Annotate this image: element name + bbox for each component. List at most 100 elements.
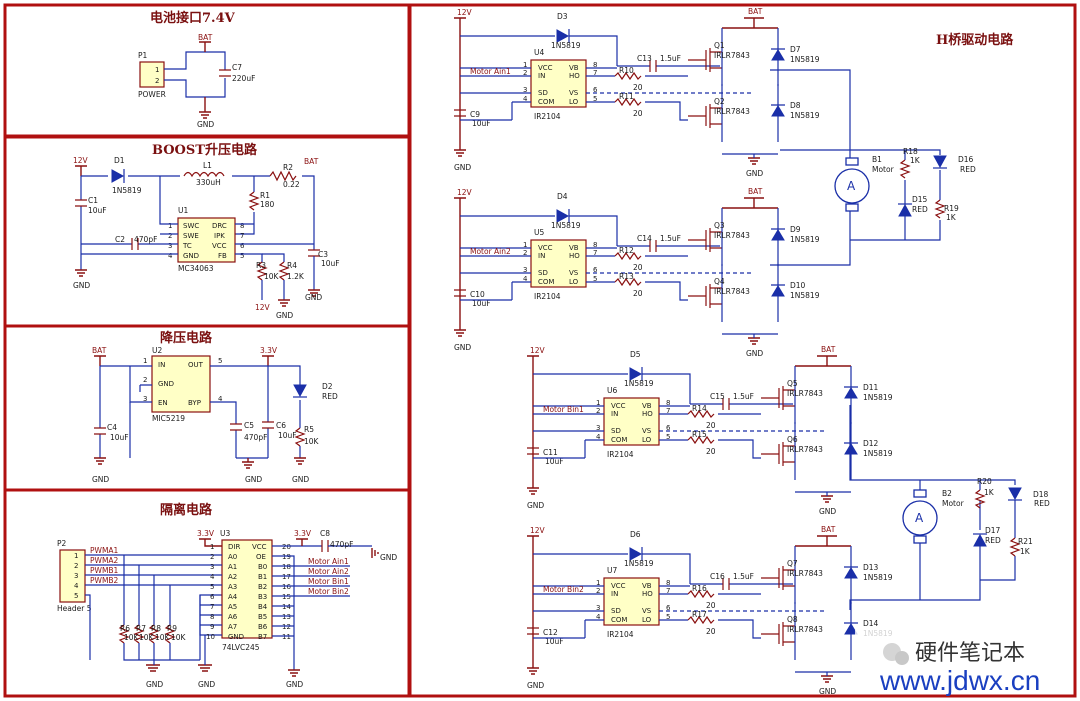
- c6-ref: C6: [276, 421, 286, 430]
- ir2104-num-8: 8: [666, 399, 670, 407]
- mosfet-ref: Q2: [714, 97, 725, 106]
- r19-ref: R19: [944, 204, 959, 213]
- u3-num-14: 14: [282, 603, 291, 611]
- bootstrap-cap-ref: C14: [637, 234, 652, 243]
- wire: [533, 405, 604, 458]
- net-motor-ain1: Motor Ain1: [308, 557, 349, 566]
- buck-bat: BAT: [92, 346, 107, 355]
- buck-title: 降压电路: [160, 330, 213, 346]
- ir2104-pin-vcc: VCC: [538, 244, 553, 252]
- bootstrap-diode-val: 1N5819: [551, 221, 581, 230]
- net-motor-ain2: Motor Ain2: [308, 567, 349, 576]
- driver-gnd: GND: [527, 681, 544, 690]
- ir2104-pin-sd: SD: [611, 607, 621, 615]
- l1-inductor: [183, 171, 225, 178]
- resistor: [614, 277, 642, 287]
- c3-ref: C3: [318, 250, 328, 259]
- isolation-title: 隔离电路: [160, 502, 213, 518]
- d16-led-icon: [933, 155, 947, 169]
- hbridge-frame: [408, 3, 1077, 698]
- u1-pin-swe: SWE: [183, 232, 199, 240]
- wire: [533, 585, 604, 638]
- u1-name: MC34063: [178, 264, 214, 273]
- ir2104-num-5: 5: [666, 613, 670, 621]
- mosfet-symbol: [688, 104, 722, 128]
- boost-title: BOOST升压电路: [152, 142, 258, 158]
- u2-name: MIC5219: [152, 414, 185, 423]
- freewheel-diode-ref: D13: [863, 563, 879, 572]
- r7-ref: R7: [136, 624, 146, 633]
- resistor: [687, 615, 715, 625]
- d2-val: RED: [322, 392, 338, 401]
- decoupling-cap-ref: C9: [470, 110, 480, 119]
- net-pwma2: PWMA2: [90, 556, 119, 565]
- decoupling-cap-val: 10uF: [545, 457, 564, 466]
- boost-bat: BAT: [304, 157, 319, 166]
- low-side-gate-resistor: R17: [692, 610, 707, 619]
- u1-num-6: 6: [240, 242, 245, 250]
- u3-left-pins: DIR A0 A1 A2 A3 A4 A5 A6 A7 GND 1 2 3 4 …: [206, 543, 244, 641]
- p1-name: POWER: [138, 90, 166, 99]
- ir2104-num-3: 3: [596, 604, 600, 612]
- p2-pin2: 2: [74, 562, 78, 570]
- driver-12v: 12V: [457, 188, 473, 197]
- l1-val: 330uH: [196, 178, 221, 187]
- gnd-symbol: [821, 495, 833, 503]
- r9-val: 10K: [171, 633, 187, 642]
- ir2104-pin-vs: VS: [569, 89, 579, 97]
- u1-num-7: 7: [240, 232, 244, 240]
- ir2104-ref: U7: [607, 566, 617, 575]
- ir2104-pin-vcc: VCC: [611, 582, 626, 590]
- ir2104-num-6: 6: [666, 604, 671, 612]
- u3-pin-a5: A5: [228, 603, 237, 611]
- ir2104-num-6: 6: [593, 86, 598, 94]
- ir2104-num-5: 5: [593, 275, 597, 283]
- bootstrap-diode-val: 1N5819: [624, 379, 654, 388]
- driver-gnd: GND: [527, 501, 544, 510]
- resistor: [687, 435, 715, 445]
- ir2104-num-7: 7: [666, 587, 670, 595]
- u1-num-4: 4: [168, 252, 173, 260]
- u3-num-3: 3: [210, 563, 214, 571]
- wire: [454, 289, 466, 297]
- ir2104-num-4: 4: [596, 613, 601, 621]
- u1-pin-drc: DRC: [212, 222, 227, 230]
- r1-val: 180: [260, 200, 275, 209]
- wire: [659, 619, 761, 639]
- wire: [527, 627, 539, 635]
- ir2104-pin-lo: LO: [569, 98, 579, 106]
- mosfet-symbol: [761, 442, 795, 466]
- u3-right-pins: VCC OE B0 B1 B2 B3 B4 B5 B6 B7 20 19 18 …: [252, 543, 291, 641]
- c4-val: 10uF: [110, 433, 129, 442]
- freewheel-diode-val: 1N5819: [863, 393, 893, 402]
- u3-pin-a6: A6: [228, 613, 238, 621]
- buck-gnd-2: GND: [245, 475, 262, 484]
- wire: [722, 17, 778, 29]
- high-side-gate-resistor: R10: [619, 66, 634, 75]
- mosfet-symbol: [761, 622, 795, 646]
- iso-gnd-2: GND: [380, 553, 397, 562]
- ir2104-pin-sd: SD: [538, 89, 548, 97]
- ir2104-ref: U4: [534, 48, 544, 57]
- ir2104-pin-com: COM: [611, 616, 627, 624]
- d2-led-icon: [293, 384, 307, 398]
- freewheel-diode-val: 1N5819: [790, 235, 820, 244]
- low-side-res-val: 20: [706, 447, 716, 456]
- low-side-res-val: 20: [633, 109, 643, 118]
- buck-gnd-1: GND: [92, 475, 109, 484]
- u3-pin-b2: B2: [258, 583, 267, 591]
- ir2104-num-8: 8: [593, 241, 597, 249]
- d1-diode-icon: [111, 169, 125, 183]
- bootstrap-diode-ref: D5: [630, 350, 641, 359]
- fet-gnd: GND: [819, 687, 836, 696]
- p2-pin5: 5: [74, 592, 78, 600]
- boost-section: 12V D1 1N5819 L1 330uH R2 0.22 BAT R1 18…: [73, 156, 340, 320]
- u3-num-2: 2: [210, 553, 214, 561]
- wire: [771, 264, 785, 322]
- ir2104-name: IR2104: [607, 630, 634, 639]
- mosfet-ref: Q3: [714, 221, 725, 230]
- motor-b2-ref: B2: [942, 489, 952, 498]
- u3-num-10: 10: [206, 633, 215, 641]
- r19-val: 1K: [946, 213, 957, 222]
